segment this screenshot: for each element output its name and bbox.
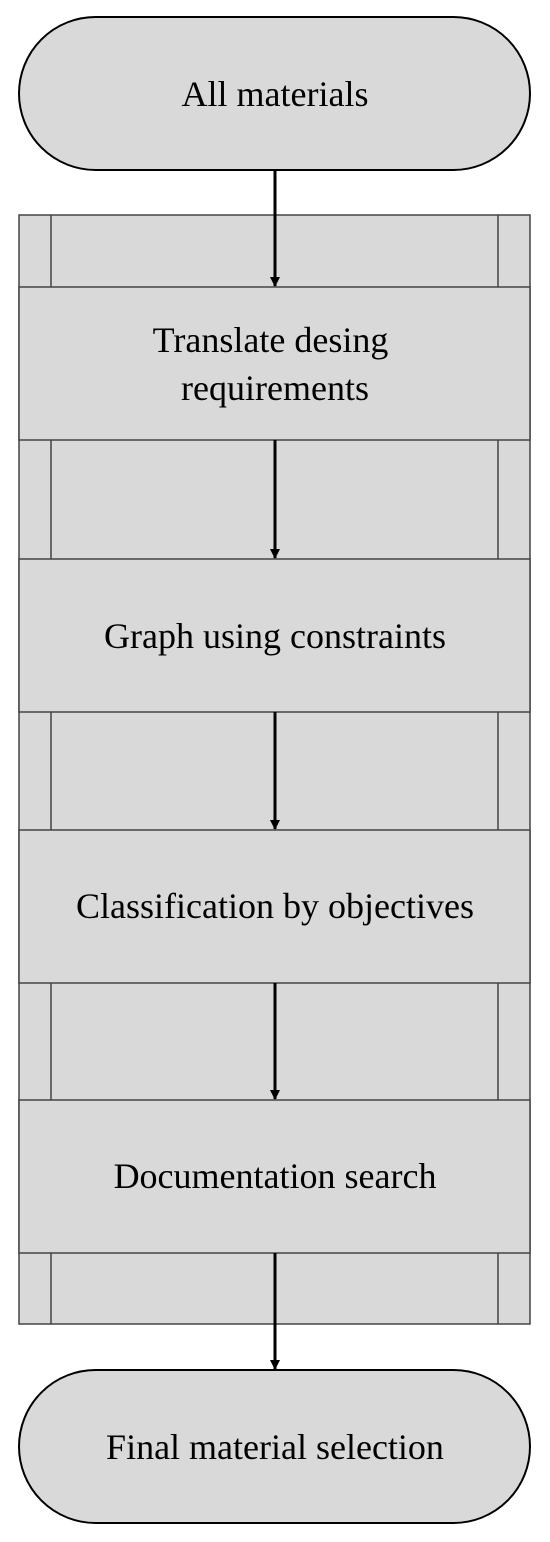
process-box-step1-shape: [18, 286, 531, 441]
node-label-step3: Classification by objectives: [76, 886, 474, 926]
terminal-end-shape: [18, 1369, 531, 1524]
terminal-end: Final material selection: [18, 1369, 531, 1524]
process-box-step2-shape: [18, 558, 531, 713]
node-label-step2: Graph using constraints: [104, 616, 446, 656]
process-box-step2: Graph using constraints: [18, 558, 531, 713]
node-label-step1-line1: Translate desing: [153, 320, 389, 360]
node-label-step1: Translate desing requirements: [153, 320, 398, 408]
node-label-start: All materials: [182, 74, 369, 114]
process-box-step4: Documentation search: [18, 1099, 531, 1254]
node-label-end: Final material selection: [106, 1427, 444, 1467]
node-label-step4: Documentation search: [114, 1156, 437, 1196]
node-label-step1-line2: requirements: [181, 368, 369, 408]
process-box-step3: Classification by objectives: [18, 829, 531, 984]
terminal-start: All materials: [18, 16, 531, 171]
process-box-step1: Translate desing requirements: [18, 286, 531, 441]
process-box-step4-shape: [18, 1099, 531, 1254]
process-box-step3-shape: [18, 829, 531, 984]
